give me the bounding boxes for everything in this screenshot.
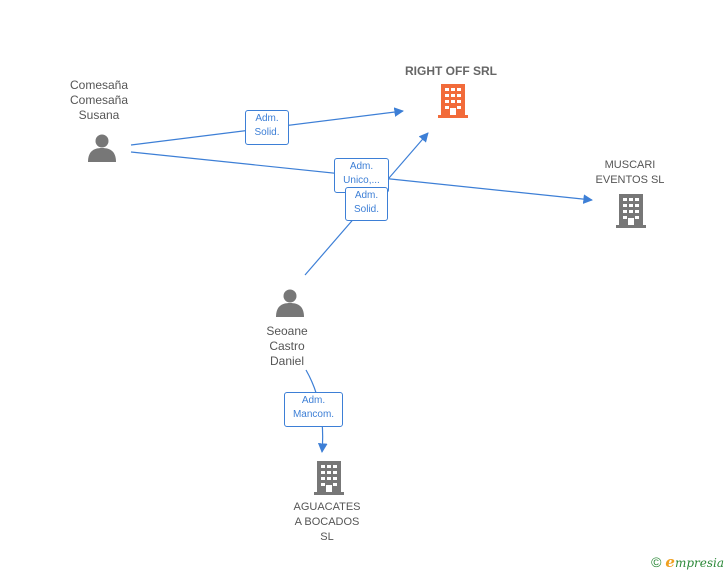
edge-label-seoane-right-off[interactable]: Adm. Solid. bbox=[345, 187, 388, 221]
building-icon bbox=[438, 84, 468, 118]
node-label-aguacates[interactable]: AGUACATES A BOCADOS SL bbox=[293, 501, 361, 543]
building-icon bbox=[616, 194, 646, 228]
edge-label-comesana-right-off[interactable]: Adm. Solid. bbox=[245, 110, 289, 145]
brand-logo[interactable]: empresia bbox=[665, 553, 724, 571]
node-label-right-off[interactable]: RIGHT OFF SRL bbox=[405, 64, 497, 78]
footer-brand: © empresia bbox=[651, 553, 724, 571]
node-label-seoane[interactable]: Seoane Castro Daniel bbox=[266, 324, 308, 368]
brand-logo-e: e bbox=[665, 553, 675, 571]
brand-logo-rest: mpresia bbox=[674, 556, 724, 570]
copyright-icon: © bbox=[651, 554, 662, 570]
edge-label-seoane-aguacates[interactable]: Adm. Mancom. bbox=[284, 392, 343, 427]
node-label-comesana[interactable]: Comesaña Comesaña Susana bbox=[69, 78, 129, 122]
building-icon bbox=[314, 461, 344, 495]
person-icon bbox=[276, 289, 304, 317]
person-icon bbox=[88, 134, 116, 162]
node-label-muscari[interactable]: MUSCARI EVENTOS SL bbox=[595, 159, 665, 186]
